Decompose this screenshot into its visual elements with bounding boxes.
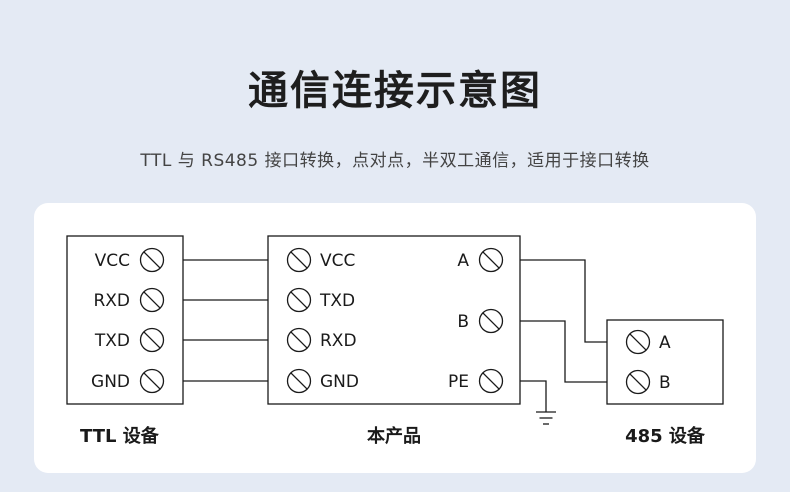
- rs485-b-terminal: [625, 369, 651, 395]
- ttl-pin-label: GND: [91, 372, 130, 392]
- product-pin-label: GND: [320, 372, 359, 392]
- rs485-pin-label: B: [659, 373, 671, 393]
- product-txd-terminal: [286, 287, 312, 313]
- product-pin-label: VCC: [320, 251, 355, 271]
- rs485-device-label: 485 设备: [625, 425, 706, 447]
- rs485-a-terminal: [625, 329, 651, 355]
- rs485-pin-label: A: [659, 333, 671, 353]
- ttl-pin-labels: VCC RXD TXD GND: [91, 251, 130, 392]
- ttl-rxd-terminal: [139, 287, 165, 313]
- ttl-pin-label: RXD: [93, 291, 130, 311]
- rs485-device-box: [606, 319, 724, 405]
- wire-a: [520, 259, 607, 343]
- page-subtitle: TTL 与 RS485 接口转换，点对点，半双工通信，适用于接口转换: [140, 151, 650, 171]
- wire-pe: [520, 380, 547, 412]
- diagram-card: [34, 203, 756, 473]
- ttl-pin-label: TXD: [94, 331, 130, 351]
- ttl-gnd-terminal: [139, 368, 165, 394]
- product-vcc-terminal: [286, 247, 312, 273]
- product-pin-label: TXD: [319, 291, 355, 311]
- product-left-pin-labels: VCC TXD RXD GND: [319, 251, 359, 392]
- ttl-device-label: TTL 设备: [80, 425, 160, 447]
- product-gnd-terminal: [286, 368, 312, 394]
- product-b-terminal: [478, 308, 504, 334]
- ground-symbol: [536, 411, 556, 425]
- page-title: 通信连接示意图: [248, 68, 542, 114]
- product-a-terminal: [478, 247, 504, 273]
- wire-b: [520, 320, 607, 383]
- ttl-txd-terminal: [139, 327, 165, 353]
- product-box: [267, 235, 521, 405]
- product-right-pin-labels: A B PE: [448, 251, 469, 392]
- ttl-pin-label: VCC: [95, 251, 130, 271]
- product-pe-terminal: [478, 368, 504, 394]
- product-pin-label: PE: [448, 372, 469, 392]
- ttl-vcc-terminal: [139, 247, 165, 273]
- rs485-pin-labels: A B: [659, 333, 671, 393]
- product-pin-label: B: [457, 312, 469, 332]
- ttl-device-box: [66, 235, 184, 405]
- product-rxd-terminal: [286, 327, 312, 353]
- product-pin-label: RXD: [320, 331, 357, 351]
- product-pin-label: A: [457, 251, 469, 271]
- product-label: 本产品: [367, 425, 421, 447]
